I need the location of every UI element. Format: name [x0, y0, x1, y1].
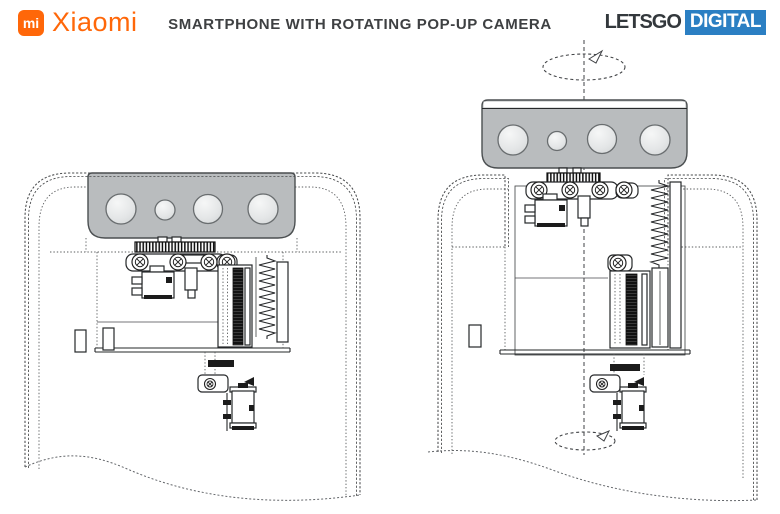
- rail-bar: [276, 261, 289, 343]
- screw-icon: [591, 181, 609, 199]
- arrowhead: [588, 49, 604, 64]
- coil-spring: [255, 255, 277, 339]
- camera-lens-4: [639, 124, 671, 156]
- camera-lens-2: [546, 130, 568, 152]
- side-block: [468, 324, 482, 348]
- break-line: [24, 455, 361, 501]
- camera-lens-1: [497, 124, 529, 156]
- rail-bracket: [607, 254, 633, 272]
- drive-motor-assembly: [197, 352, 257, 431]
- screw-icon: [561, 181, 579, 199]
- phone-inner-contour: [451, 188, 744, 478]
- figure-camera-extended: [427, 40, 758, 502]
- drive-motor-assembly: [589, 354, 647, 431]
- arrowhead: [595, 430, 611, 442]
- camera-recess: [50, 238, 342, 348]
- guide-rail-assembly: [609, 270, 651, 349]
- deck-plate: [94, 347, 291, 353]
- rack-gear: [134, 236, 216, 253]
- screw-icon: [203, 377, 217, 391]
- direction-arrow: [244, 377, 254, 386]
- rail-bar: [669, 181, 682, 349]
- camera-lens-3: [586, 123, 618, 155]
- xiaomi-logo: mi Xiaomi: [18, 7, 138, 38]
- break-line: [427, 450, 758, 502]
- screw-icon: [609, 254, 627, 272]
- screw-icon: [200, 253, 218, 271]
- stepper-motor-block: [524, 193, 568, 227]
- support-post: [184, 267, 198, 299]
- support-post: [577, 195, 591, 227]
- screw-icon: [595, 377, 609, 391]
- side-block: [102, 327, 115, 351]
- guide-rail-assembly: [217, 264, 253, 348]
- screw-icon: [131, 253, 149, 271]
- rack-gear: [546, 167, 601, 184]
- camera-lens-2: [154, 199, 176, 221]
- coil-spring: [649, 180, 671, 348]
- camera-lens-1: [105, 193, 137, 225]
- stepper-motor-block: [131, 265, 175, 299]
- rotation-arrow-top: [542, 49, 626, 81]
- screw-icon: [615, 181, 633, 199]
- camera-lens-4: [247, 193, 279, 225]
- screw-icon: [169, 253, 187, 271]
- camera-module-bar: [481, 99, 688, 169]
- digital-badge: DIGITAL: [684, 10, 766, 35]
- phone-inner-contour: [38, 186, 347, 497]
- camera-bar-top-strip: [483, 101, 686, 108]
- side-block: [74, 329, 87, 353]
- header: mi Xiaomi SMARTPHONE WITH ROTATING POP-U…: [0, 0, 780, 48]
- letsgo-digital-logo: LETSGO DIGITAL: [605, 10, 766, 35]
- deck-plate: [499, 349, 691, 355]
- direction-arrow: [634, 377, 644, 386]
- xiaomi-wordmark: Xiaomi: [52, 7, 138, 37]
- camera-bar-body: [87, 172, 296, 239]
- page-title: SMARTPHONE WITH ROTATING POP-UP CAMERA: [168, 16, 552, 33]
- phone-body-outline: [437, 174, 758, 500]
- xiaomi-mi-icon: mi: [18, 9, 44, 36]
- camera-module-bar: [87, 172, 296, 239]
- rotation-arrow-bottom: [554, 430, 616, 451]
- camera-lens-3: [192, 193, 224, 225]
- letsgo-text: LETSGO: [604, 11, 682, 33]
- figure-camera-retracted: [24, 172, 361, 501]
- camera-bar-body: [481, 99, 688, 169]
- phone-body-outline: [24, 172, 361, 496]
